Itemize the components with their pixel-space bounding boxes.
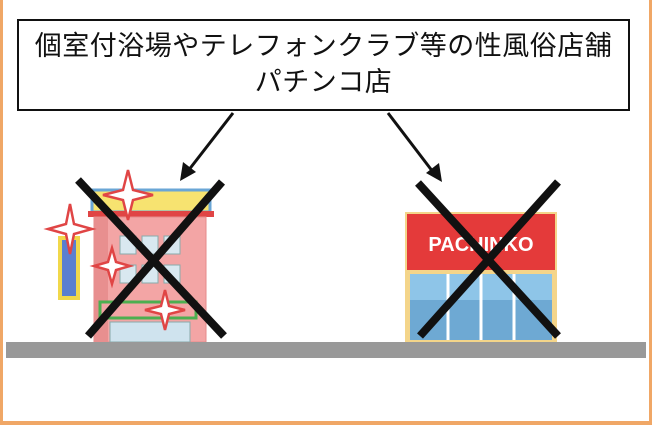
arrow-down-left-icon: [180, 112, 235, 181]
caption-line-2: パチンコ店: [254, 67, 393, 98]
caption-box: 個室付浴場やテレフォンクラブ等の性風俗店舗 パチンコ店: [17, 19, 630, 111]
adult-store-building-icon: [43, 169, 214, 343]
arrow-down-right-icon: [386, 112, 442, 182]
prohibited-cross-icon: [75, 177, 227, 339]
prohibited-cross-icon: [415, 179, 561, 339]
ground-strip: [6, 342, 646, 358]
caption-line-1: 個室付浴場やテレフォンクラブ等の性風俗店舗: [34, 31, 613, 62]
